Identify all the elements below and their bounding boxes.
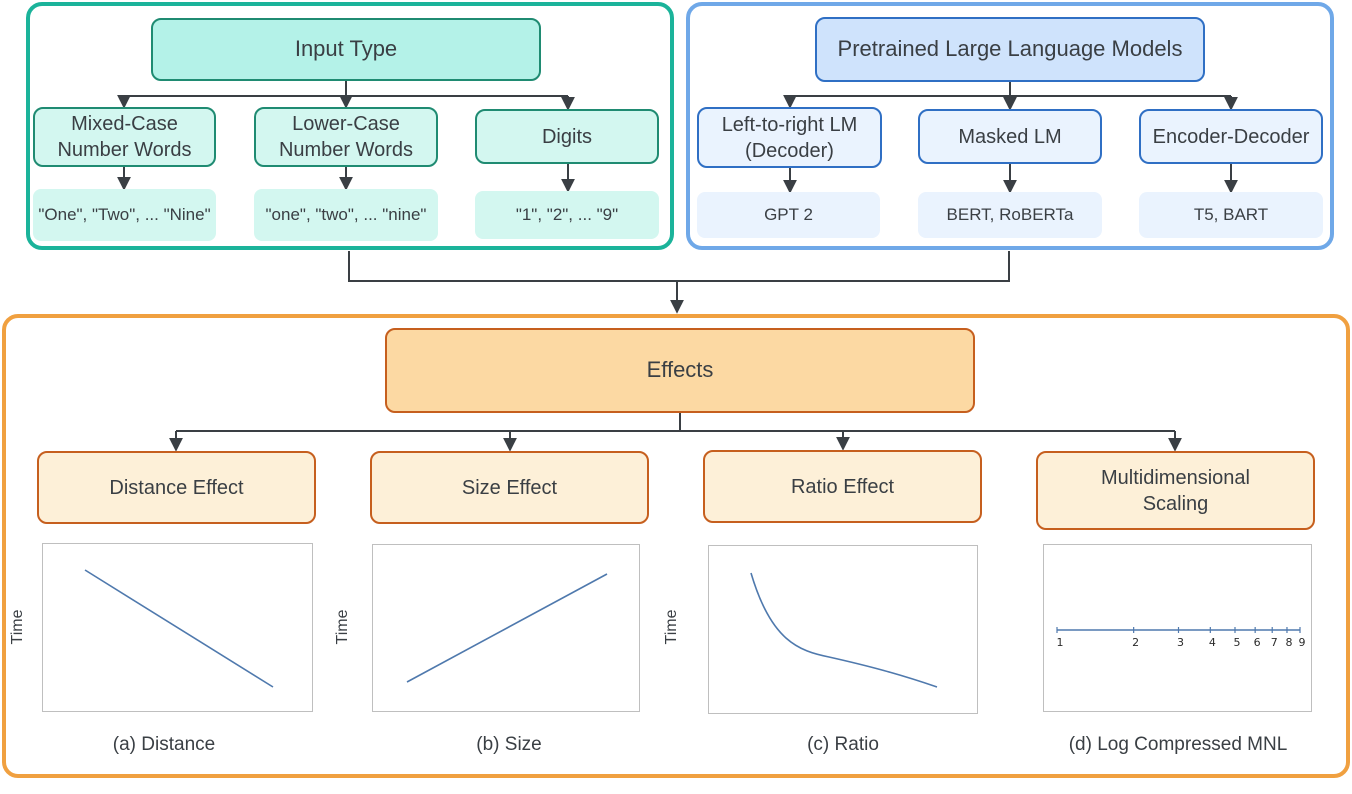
ratio-caption: (c) Ratio <box>807 734 879 755</box>
size-curve <box>406 573 608 683</box>
mnl-tick-label: 4 <box>1209 636 1216 649</box>
encoder-decoder-examples: T5, BART <box>1139 192 1323 238</box>
masked-lm-examples: BERT, RoBERTa <box>918 192 1102 238</box>
digits-examples: "1", "2", ... "9" <box>475 191 659 239</box>
size-caption: (b) Size <box>476 734 542 755</box>
effects-group <box>2 314 1350 778</box>
merge-connector <box>348 251 1010 282</box>
distance-caption: (a) Distance <box>112 734 216 755</box>
mnl-tick-label: 8 <box>1285 636 1292 649</box>
decoder-box: Left-to-right LM (Decoder) <box>697 107 882 168</box>
effects-connector <box>176 412 1175 432</box>
mnl-tick-label: 2 <box>1132 636 1139 649</box>
mixed-case-box: Mixed-Case Number Words <box>33 107 216 167</box>
encoder-decoder-box: Encoder-Decoder <box>1139 109 1323 164</box>
mnl-tick-label: 3 <box>1177 636 1184 649</box>
ratio-effect-box: Ratio Effect <box>703 450 982 523</box>
mixed-case-examples: "One", "Two", ... "Nine" <box>33 189 216 241</box>
mnl-tick-label: 5 <box>1233 636 1240 649</box>
ratio-curve <box>750 572 938 688</box>
mnl-tick-label: 9 <box>1299 636 1306 649</box>
distance-plot <box>42 543 313 712</box>
mnl-caption: (d) Log Compressed MNL <box>1068 734 1288 755</box>
distance-curve <box>84 569 274 688</box>
digits-box: Digits <box>475 109 659 164</box>
effects-title: Effects <box>385 328 975 413</box>
lower-case-examples: "one", "two", ... "nine" <box>254 189 438 241</box>
ratio-ylabel: Time <box>663 609 680 645</box>
decoder-examples: GPT 2 <box>697 192 880 238</box>
masked-lm-box: Masked LM <box>918 109 1102 164</box>
size-plot <box>372 544 640 712</box>
input-type-group <box>26 2 674 250</box>
mnl-tick-label: 7 <box>1271 636 1278 649</box>
input-type-title: Input Type <box>151 18 541 81</box>
size-effect-box: Size Effect <box>370 451 649 524</box>
mnl-tick-label: 6 <box>1254 636 1261 649</box>
distance-effect-box: Distance Effect <box>37 451 316 524</box>
mds-box: Multidimensional Scaling <box>1036 451 1315 530</box>
size-ylabel: Time <box>334 609 351 645</box>
ratio-plot <box>708 545 978 714</box>
models-group <box>686 2 1334 250</box>
lower-case-box: Lower-Case Number Words <box>254 107 438 167</box>
mnl-tick-label: 1 <box>1057 636 1064 649</box>
distance-ylabel: Time <box>9 609 26 645</box>
models-title: Pretrained Large Language Models <box>815 17 1205 82</box>
